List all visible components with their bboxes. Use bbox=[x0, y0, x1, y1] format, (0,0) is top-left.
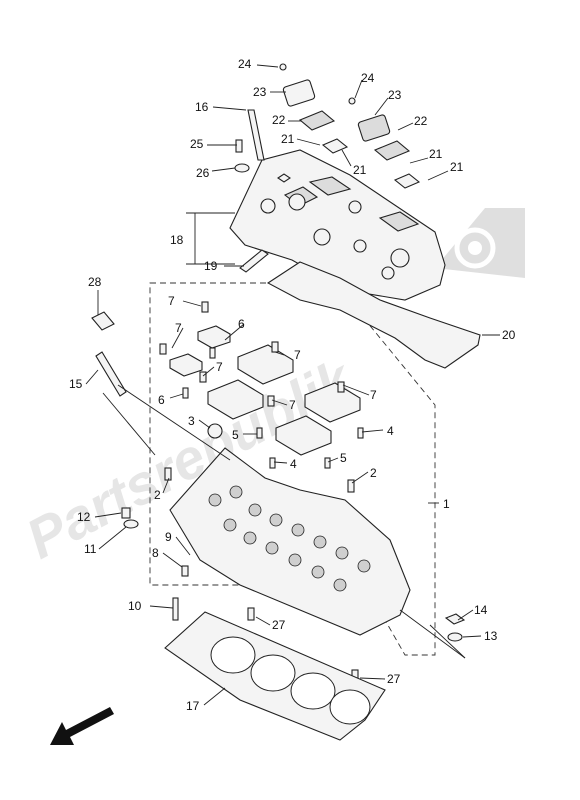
part-label-7d: 7 bbox=[216, 360, 223, 374]
part-label-2b: 2 bbox=[370, 466, 377, 480]
part-label-23b: 23 bbox=[388, 88, 402, 102]
part-label-19: 19 bbox=[204, 259, 218, 273]
gear-icon bbox=[435, 208, 525, 278]
oil-separator-parts bbox=[279, 63, 421, 189]
part-label-15: 15 bbox=[69, 377, 83, 391]
part-3 bbox=[207, 423, 223, 439]
part-label-21c: 21 bbox=[429, 147, 443, 161]
part-label-25: 25 bbox=[190, 137, 204, 151]
washer-11 bbox=[123, 519, 139, 529]
small-bolts bbox=[159, 301, 364, 683]
part-label-21a: 21 bbox=[281, 132, 295, 146]
cover-bolt-16 bbox=[247, 109, 265, 161]
part-label-16: 16 bbox=[195, 100, 209, 114]
part-label-24b: 24 bbox=[361, 71, 375, 85]
plate-19 bbox=[239, 249, 269, 273]
cylinder-head-cover bbox=[229, 149, 446, 301]
part-label-22a: 22 bbox=[272, 113, 286, 127]
part-label-13: 13 bbox=[484, 629, 498, 643]
part-label-17: 17 bbox=[186, 699, 200, 713]
part-label-7f: 7 bbox=[289, 398, 296, 412]
part-label-4a: 4 bbox=[387, 424, 394, 438]
part-label-14: 14 bbox=[474, 603, 488, 617]
part-label-12: 12 bbox=[77, 510, 91, 524]
part-label-5b: 5 bbox=[340, 451, 347, 465]
head-gasket bbox=[164, 611, 386, 741]
bolt-12 bbox=[121, 507, 131, 519]
part-label-6a: 6 bbox=[238, 317, 245, 331]
part-labels: 1 2 2 3 4 4 5 5 6 6 7 7 7 7 7 7 8 9 10 1… bbox=[69, 57, 516, 713]
part-label-21b: 21 bbox=[353, 163, 367, 177]
part-label-18: 18 bbox=[170, 233, 184, 247]
leader-lines bbox=[85, 64, 500, 706]
part-label-2a: 2 bbox=[154, 488, 161, 502]
part-label-27a: 27 bbox=[272, 618, 286, 632]
camshaft-caps bbox=[169, 325, 361, 456]
part-label-20: 20 bbox=[502, 328, 516, 342]
part-label-7e: 7 bbox=[370, 388, 377, 402]
part-label-1: 1 bbox=[443, 497, 450, 511]
part-label-11: 11 bbox=[84, 542, 97, 556]
washer-26 bbox=[234, 163, 250, 173]
cover-gasket bbox=[266, 261, 481, 369]
part-label-28: 28 bbox=[88, 275, 102, 289]
front-direction-arrow-icon bbox=[50, 707, 114, 745]
part-label-21d: 21 bbox=[450, 160, 464, 174]
cylinder-head bbox=[169, 447, 411, 636]
bolt-25 bbox=[235, 139, 243, 153]
part-label-23a: 23 bbox=[253, 85, 267, 99]
part-label-10: 10 bbox=[128, 599, 142, 613]
bolt-15 bbox=[95, 351, 127, 397]
part-label-7b: 7 bbox=[175, 321, 182, 335]
part-label-7c: 7 bbox=[294, 348, 301, 362]
part-label-22b: 22 bbox=[414, 114, 428, 128]
part-label-8: 8 bbox=[152, 546, 159, 560]
part-label-24a: 24 bbox=[238, 57, 252, 71]
washer-13 bbox=[447, 632, 463, 642]
part-label-5a: 5 bbox=[232, 428, 239, 442]
part-label-27b: 27 bbox=[387, 672, 401, 686]
part-label-9: 9 bbox=[165, 530, 172, 544]
part-label-26: 26 bbox=[196, 166, 210, 180]
part-label-3: 3 bbox=[188, 414, 195, 428]
part-label-6b: 6 bbox=[158, 393, 165, 407]
part-label-7a: 7 bbox=[168, 294, 175, 308]
part-label-4b: 4 bbox=[290, 457, 297, 471]
plug-28 bbox=[91, 311, 115, 331]
nut-14 bbox=[444, 613, 466, 625]
